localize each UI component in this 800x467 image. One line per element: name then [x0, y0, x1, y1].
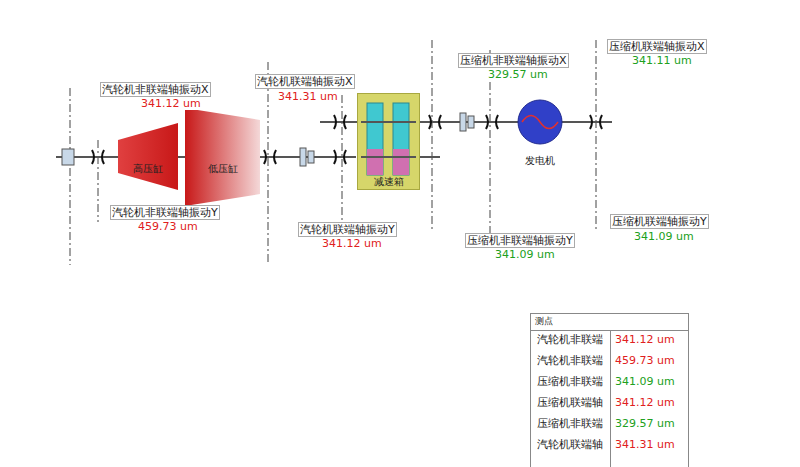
center-line	[268, 62, 269, 265]
gear-shaft	[361, 156, 416, 158]
gear-wheel	[367, 103, 383, 175]
low-pressure-cylinder: 低压缸	[185, 108, 260, 206]
vibration-value: 341.09 um	[633, 230, 695, 243]
vibration-value: 459.73 um	[614, 354, 676, 367]
node-label: 减速箱	[374, 175, 404, 189]
measurement-name: 压缩机非联端轴振动Y	[465, 233, 575, 248]
vibration-value: 341.12 um	[614, 333, 676, 346]
bearing-mark	[439, 115, 441, 129]
generator-circle	[518, 100, 562, 144]
node-label: 发电机	[525, 154, 555, 168]
table-cell: 汽轮机非联端	[536, 333, 604, 346]
vibration-value: 341.12 um	[614, 396, 676, 409]
table-header: 测点	[534, 315, 554, 328]
bearing-mark	[264, 150, 266, 164]
gearbox-case	[358, 94, 420, 190]
cylinder-shape	[185, 108, 260, 206]
measurement-name: 压缩机联端轴振动X	[607, 39, 707, 54]
high-pressure-cylinder: 高压缸	[118, 123, 178, 190]
bearing-mark	[496, 115, 498, 129]
vibration-value: 459.73 um	[137, 220, 199, 233]
vibration-value: 329.57 um	[614, 417, 676, 430]
center-line	[98, 140, 99, 222]
bearing-mark	[344, 150, 346, 164]
generator: 发电机	[512, 99, 568, 169]
center-line	[70, 88, 71, 265]
bearing-mark	[334, 150, 336, 164]
center-lines	[70, 40, 596, 265]
center-line	[596, 40, 597, 232]
low-pressure-cylinder-outline	[185, 108, 260, 206]
table-cell: 压缩机非联端	[536, 417, 604, 430]
bearing-mark	[92, 150, 94, 164]
sine-mark	[522, 116, 558, 129]
vibration-value: 341.12 um	[321, 237, 383, 250]
cylinder-shape	[118, 123, 178, 190]
table-cell: 压缩机非联端	[536, 375, 604, 388]
gear-shaft	[361, 121, 416, 123]
gear-wheel	[393, 103, 409, 175]
vibration-value: 341.09 um	[614, 375, 676, 388]
vibration-value: 341.31 um	[277, 90, 339, 103]
gear-wheel	[393, 149, 409, 175]
measurement-name: 汽轮机非联端轴振动X	[100, 82, 211, 97]
table-cell: 汽轮机联端轴	[536, 438, 604, 451]
vibration-value: 341.09 um	[494, 248, 556, 261]
center-line	[342, 95, 343, 228]
vibration-value: 341.12 um	[140, 97, 202, 110]
table-cell: 压缩机联端轴	[536, 396, 604, 409]
node-label: 低压缸	[208, 162, 238, 176]
bearing-mark	[486, 115, 488, 129]
vibration-value: 329.57 um	[487, 68, 549, 81]
bearing-mark	[334, 115, 336, 129]
bearing-mark	[429, 115, 431, 129]
gear-wheel	[367, 149, 383, 175]
bearing-mark	[600, 115, 602, 129]
bearing-mark	[102, 150, 104, 164]
vibration-value: 341.11 um	[631, 54, 693, 67]
bearing-mark	[344, 115, 346, 129]
measurement-name: 汽轮机联端轴振动X	[255, 74, 355, 89]
vibration-value: 341.31 um	[614, 438, 676, 451]
node-label: 高压缸	[133, 162, 163, 176]
high-pressure-cylinder-outline	[118, 123, 178, 190]
measurement-name: 压缩机非联端轴振动X	[458, 53, 569, 68]
table-cell: 汽轮机非联端	[536, 354, 604, 367]
measurement-name: 汽轮机非联端轴振动Y	[110, 205, 220, 220]
measurement-name: 汽轮机联端轴振动Y	[298, 222, 397, 237]
measurement-name: 压缩机联端轴振动Y	[610, 214, 709, 229]
bearing-mark	[590, 115, 592, 129]
gearbox-outline	[357, 93, 420, 190]
bearing-mark	[274, 150, 276, 164]
measurement-table	[530, 314, 689, 467]
center-line	[432, 40, 433, 232]
gearbox: 减速箱	[357, 93, 420, 190]
